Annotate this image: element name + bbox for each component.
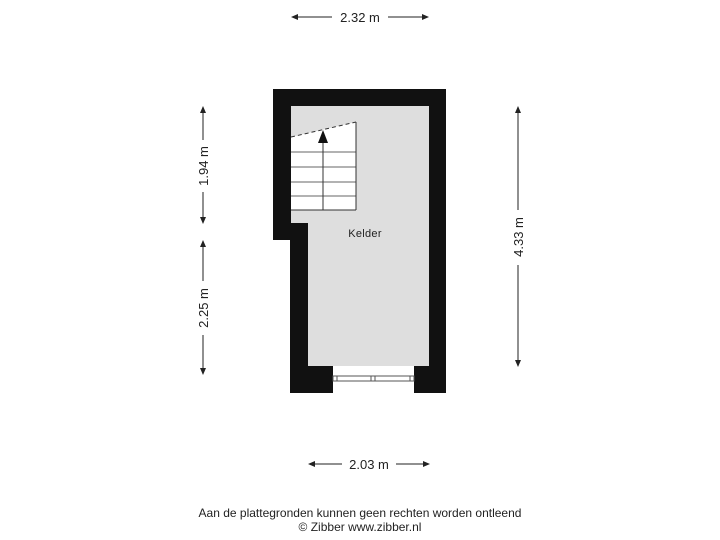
arrow-left-icon bbox=[308, 461, 315, 467]
stair-arrow-icon bbox=[318, 130, 328, 143]
dimension-top: 2.32 m bbox=[291, 10, 429, 25]
arrow-right-icon bbox=[423, 461, 430, 467]
dimension-right-label: 4.33 m bbox=[511, 217, 526, 257]
dimension-left-lower: 2.25 m bbox=[196, 240, 211, 375]
dimension-bottom-label: 2.03 m bbox=[349, 457, 389, 472]
door-opening bbox=[332, 366, 415, 393]
arrow-down-icon bbox=[200, 217, 206, 224]
dimension-left-upper: 1.94 m bbox=[196, 106, 211, 224]
arrow-up-icon bbox=[515, 106, 521, 113]
dimension-bottom: 2.03 m bbox=[308, 457, 430, 472]
arrow-up-icon bbox=[200, 240, 206, 247]
dimension-right: 4.33 m bbox=[511, 106, 526, 367]
dimension-top-label: 2.32 m bbox=[340, 10, 380, 25]
footer-copyright: © Zibber www.zibber.nl bbox=[298, 520, 422, 534]
arrow-down-icon bbox=[200, 368, 206, 375]
dimension-left-lower-label: 2.25 m bbox=[196, 288, 211, 328]
arrow-right-icon bbox=[422, 14, 429, 20]
arrow-left-icon bbox=[291, 14, 298, 20]
arrow-up-icon bbox=[200, 106, 206, 113]
staircase bbox=[290, 121, 357, 211]
footer-disclaimer: Aan de plattegronden kunnen geen rechten… bbox=[198, 506, 522, 520]
room-label: Kelder bbox=[348, 228, 382, 240]
dimension-left-upper-label: 1.94 m bbox=[196, 146, 211, 186]
arrow-down-icon bbox=[515, 360, 521, 367]
